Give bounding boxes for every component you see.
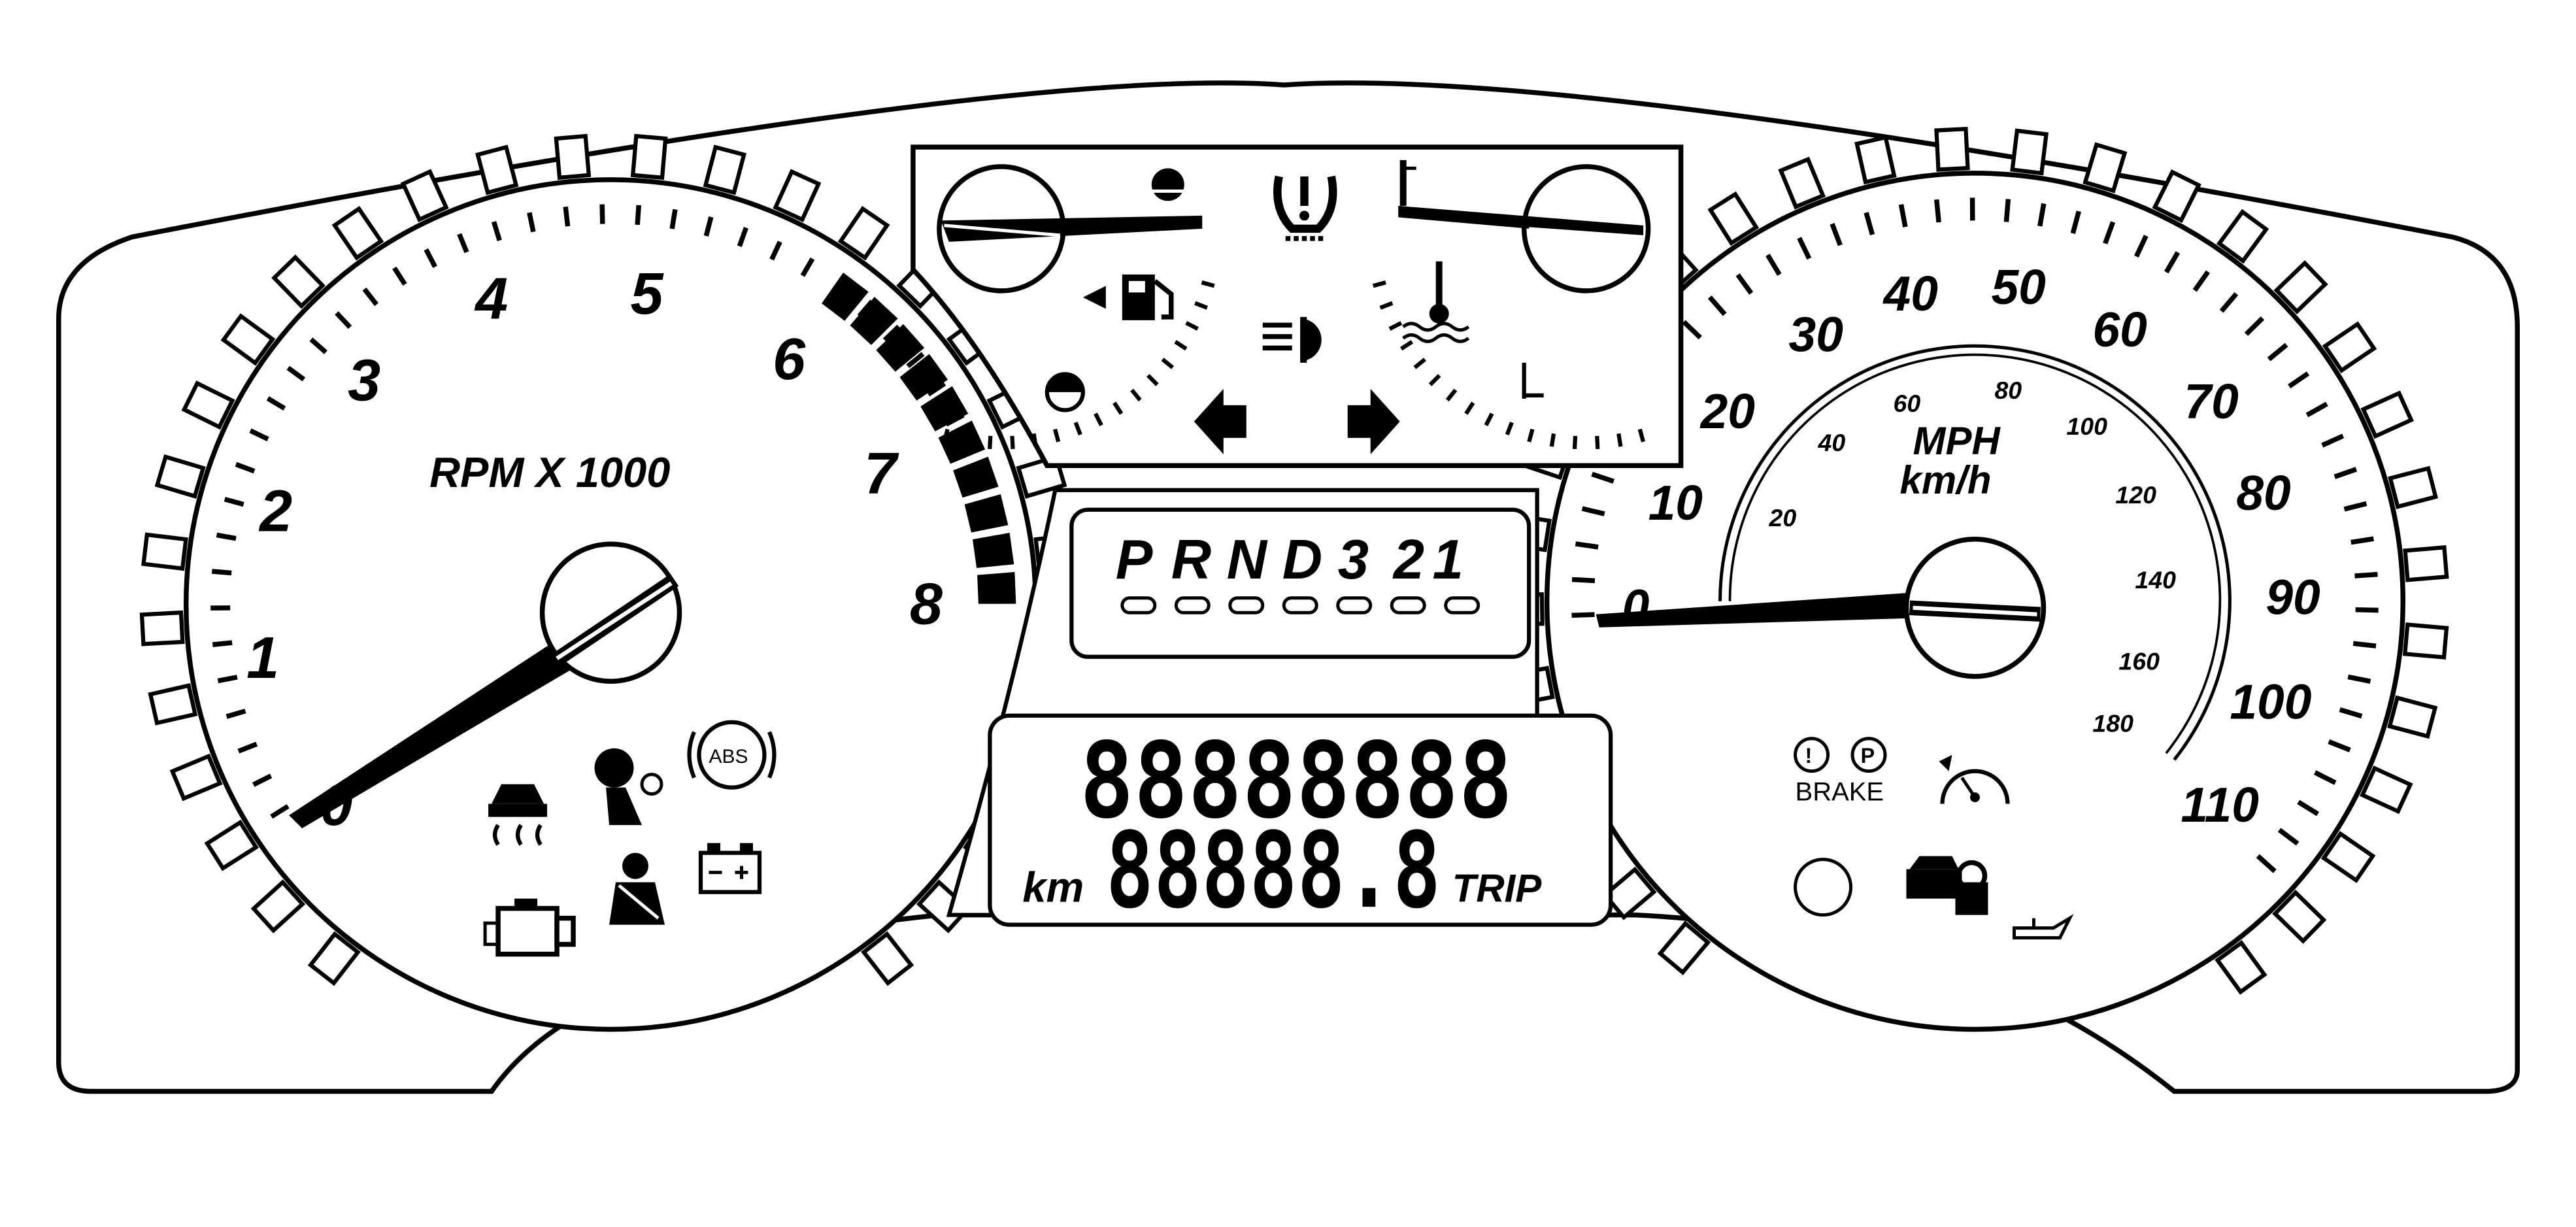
gear-p: P bbox=[1116, 529, 1153, 591]
indicator-light bbox=[1796, 860, 1851, 915]
gear-n: N bbox=[1227, 529, 1268, 591]
tach-number-6: 6 bbox=[773, 327, 806, 392]
kmh-number-20: 20 bbox=[1769, 504, 1797, 531]
fuel-tick bbox=[1034, 433, 1036, 446]
kmh-number-140: 140 bbox=[2135, 566, 2176, 594]
abs-label: ABS bbox=[709, 746, 748, 767]
speed-tick bbox=[2006, 199, 2008, 222]
odometer-bottom-display: 88888.8 bbox=[1106, 810, 1441, 932]
tach-bezel-notch bbox=[142, 613, 182, 644]
speed-tick bbox=[2351, 539, 2374, 542]
tach-tick bbox=[637, 205, 639, 225]
brake-exclamation: ! bbox=[1805, 744, 1813, 767]
tach-number-7: 7 bbox=[864, 441, 899, 507]
gear-1: 1 bbox=[1433, 529, 1464, 591]
trip-label: TRIP bbox=[1452, 867, 1543, 911]
tach-tick bbox=[602, 205, 603, 224]
mph-number-90: 90 bbox=[2266, 570, 2320, 625]
tach-tick bbox=[672, 209, 675, 229]
tach-tick bbox=[216, 535, 236, 538]
gear-d: D bbox=[1282, 529, 1322, 591]
speed-bezel-notch bbox=[2405, 547, 2447, 580]
gear-dot bbox=[1392, 598, 1424, 613]
gear-dot bbox=[1284, 598, 1316, 613]
mph-number-100: 100 bbox=[2230, 675, 2311, 730]
speed-bezel-notch bbox=[2013, 131, 2047, 173]
speed-tick bbox=[1572, 579, 1595, 580]
speed-tick bbox=[1572, 614, 1595, 615]
kmh-number-60: 60 bbox=[1894, 390, 1921, 417]
speed-tick bbox=[2353, 643, 2376, 646]
gear-3: 3 bbox=[1338, 529, 1369, 591]
fuel-empty-icon bbox=[1047, 374, 1083, 410]
odometer-unit: km bbox=[1022, 864, 1084, 911]
tach-tick bbox=[212, 571, 231, 573]
brake-label: BRAKE bbox=[1796, 778, 1884, 807]
speed-bezel-notch bbox=[1937, 129, 1968, 169]
tach-bezel-notch bbox=[633, 136, 665, 178]
tach-number-1: 1 bbox=[246, 626, 279, 691]
speed-tick bbox=[1575, 544, 1598, 547]
tach-bezel-notch bbox=[144, 535, 186, 569]
tach-number-4: 4 bbox=[474, 266, 508, 331]
kmh-number-80: 80 bbox=[1994, 377, 2022, 404]
speed-tick bbox=[2355, 575, 2378, 576]
kmh-number-160: 160 bbox=[2118, 648, 2160, 675]
gear-dot bbox=[1176, 598, 1209, 613]
tach-label: RPM X 1000 bbox=[429, 448, 670, 496]
tach-tick bbox=[565, 207, 567, 226]
speed-bezel-notch bbox=[2405, 624, 2447, 657]
gear-2: 2 bbox=[1392, 529, 1424, 591]
mph-number-50: 50 bbox=[1991, 260, 2045, 314]
mph-number-40: 40 bbox=[1882, 266, 1938, 321]
mph-number-110: 110 bbox=[2181, 777, 2259, 832]
speed-bezel-notch bbox=[1857, 137, 1894, 182]
kmh-number-180: 180 bbox=[2092, 710, 2133, 737]
gear-dot bbox=[1446, 598, 1479, 613]
gear-dot bbox=[1230, 598, 1263, 613]
fuel-tick bbox=[967, 433, 969, 446]
tach-bezel-notch bbox=[150, 686, 195, 723]
gear-dot bbox=[1122, 598, 1155, 613]
kmh-number-120: 120 bbox=[2115, 481, 2156, 509]
tach-number-2: 2 bbox=[258, 479, 292, 544]
tach-number-8: 8 bbox=[910, 572, 943, 637]
tach-tick bbox=[212, 643, 232, 645]
temp-tick bbox=[1618, 433, 1620, 446]
temp-tick bbox=[1552, 433, 1554, 446]
speed-tick bbox=[1937, 199, 1939, 222]
mph-number-60: 60 bbox=[2092, 302, 2147, 357]
mph-number-20: 20 bbox=[1699, 384, 1755, 439]
parking-p: P bbox=[1861, 744, 1875, 767]
mph-number-10: 10 bbox=[1648, 475, 1703, 530]
mph-number-70: 70 bbox=[2184, 374, 2238, 429]
mph-label: MPH bbox=[1913, 419, 2001, 463]
mph-number-30: 30 bbox=[1789, 307, 1843, 361]
mph-number-80: 80 bbox=[2236, 465, 2290, 520]
gear-dot bbox=[1338, 598, 1371, 613]
kmh-number-40: 40 bbox=[1818, 429, 1846, 456]
tach-number-5: 5 bbox=[631, 261, 665, 327]
gear-r: R bbox=[1171, 529, 1211, 591]
speed-tick bbox=[2356, 610, 2379, 611]
kmh-label: km/h bbox=[1900, 458, 1992, 502]
kmh-number-100: 100 bbox=[2066, 412, 2107, 440]
redline-block bbox=[977, 572, 1016, 604]
tach-number-3: 3 bbox=[348, 348, 380, 413]
tach-bezel-notch bbox=[556, 136, 589, 178]
